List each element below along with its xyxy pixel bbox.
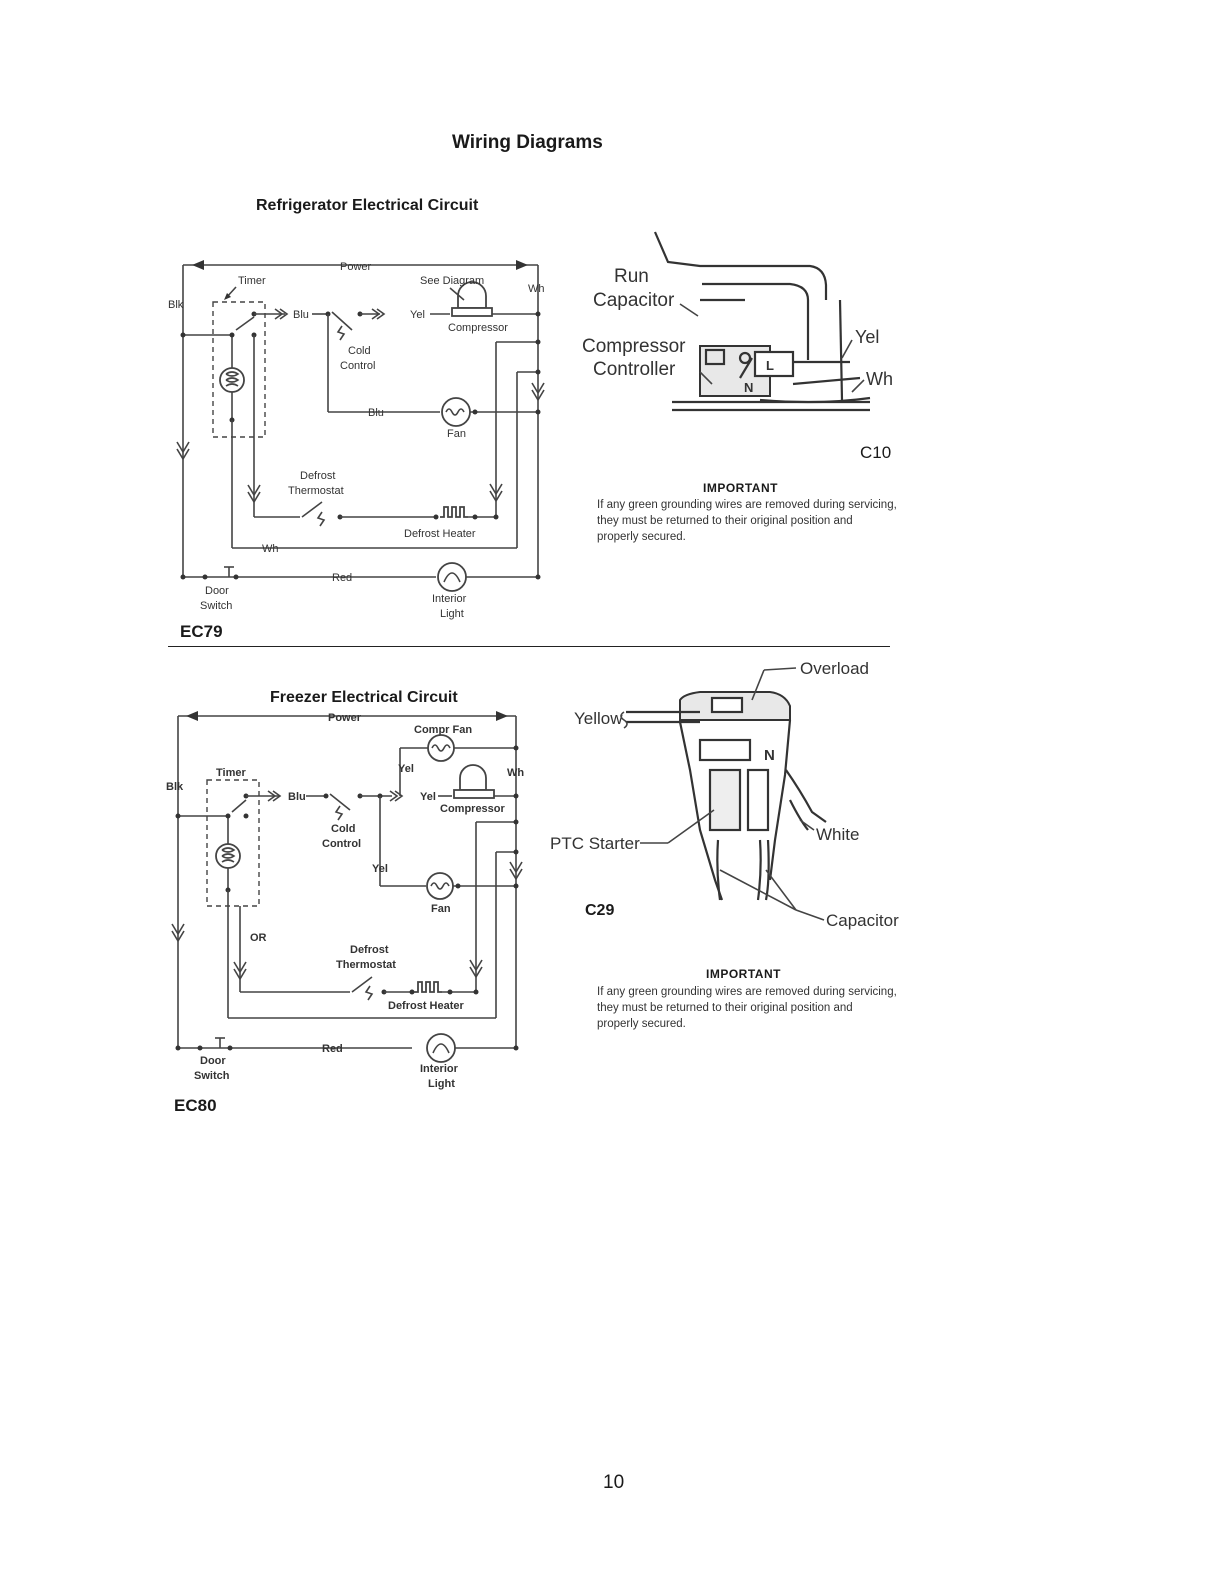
c10-label-controller: Controller bbox=[593, 359, 676, 380]
frz-label-yel2: Yel bbox=[420, 791, 436, 803]
c29-important-text: If any green grounding wires are removed… bbox=[597, 986, 897, 1030]
frz-label-switch: Switch bbox=[194, 1070, 230, 1082]
ref-defrost-heater bbox=[440, 506, 468, 518]
frz-label-defrost: Defrost bbox=[350, 944, 389, 956]
ref-label-thermostat: Thermostat bbox=[288, 485, 344, 497]
frz-compr-fan bbox=[427, 734, 455, 762]
page-title: Wiring Diagrams bbox=[452, 132, 603, 153]
ref-compressor bbox=[457, 281, 487, 309]
frz-label-timer: Timer bbox=[216, 767, 246, 779]
c10-label-yel: Yel bbox=[855, 327, 879, 347]
c29-label-yellow: Yellow bbox=[574, 709, 623, 728]
frz-label-interior: Interior bbox=[420, 1063, 459, 1075]
ref-label-interior: Interior bbox=[432, 593, 467, 605]
freezer-heading: Freezer Electrical Circuit bbox=[270, 689, 458, 706]
ref-label-red: Red bbox=[332, 572, 352, 584]
c29-label-white: White bbox=[816, 825, 859, 844]
ref-label-fan: Fan bbox=[447, 428, 466, 440]
frz-label-power: Power bbox=[328, 712, 362, 724]
c10-label-l: L bbox=[766, 358, 774, 373]
c10-code: C10 bbox=[860, 443, 892, 462]
refrigerator-code: EC79 bbox=[180, 622, 223, 641]
ref-label-wh-top: Wh bbox=[528, 283, 545, 295]
refrigerator-circuit: Power Blk Wh Timer Blu Co bbox=[168, 260, 545, 620]
frz-label-cold: Cold bbox=[331, 823, 355, 835]
frz-label-light: Light bbox=[428, 1078, 455, 1090]
frz-label-compr-fan: Compr Fan bbox=[414, 724, 472, 736]
frz-label-wh: Wh bbox=[507, 767, 524, 779]
ref-label-cold: Cold bbox=[348, 345, 371, 357]
refrigerator-heading: Refrigerator Electrical Circuit bbox=[256, 197, 479, 214]
ref-label-timer: Timer bbox=[238, 275, 266, 287]
ref-label-yel: Yel bbox=[410, 309, 425, 321]
ref-label-blu2: Blu bbox=[368, 407, 384, 419]
frz-defrost-heater bbox=[414, 981, 442, 993]
c10-label-compressor: Compressor bbox=[582, 336, 686, 357]
ref-label-see-diagram: See Diagram bbox=[420, 275, 484, 287]
c10-label-capacitor: Capacitor bbox=[593, 290, 675, 311]
frz-label-blu: Blu bbox=[288, 791, 306, 803]
frz-label-defrost-heater: Defrost Heater bbox=[388, 1000, 465, 1012]
c29-code: C29 bbox=[585, 902, 615, 919]
c29-important-heading: IMPORTANT bbox=[706, 967, 781, 981]
frz-compressor bbox=[459, 764, 487, 791]
c10-label-run: Run bbox=[614, 266, 649, 287]
c29-label-overload: Overload bbox=[800, 659, 869, 678]
frz-timer-box bbox=[206, 779, 260, 907]
ref-label-wh-bottom: Wh bbox=[262, 543, 279, 555]
c29-label-n: N bbox=[764, 747, 775, 764]
c10-label-n: N bbox=[744, 380, 753, 395]
c10-illustration: L N Run Capacitor Compressor Controller … bbox=[582, 231, 893, 412]
ref-timer-box bbox=[212, 301, 266, 438]
ref-label-switch: Switch bbox=[200, 600, 232, 612]
c10-label-wh: Wh bbox=[866, 369, 893, 389]
frz-label-blk: Blk bbox=[166, 781, 184, 793]
ref-label-defrost-heater: Defrost Heater bbox=[404, 528, 476, 540]
ref-label-control: Control bbox=[340, 360, 375, 372]
freezer-code: EC80 bbox=[174, 1096, 217, 1115]
ref-label-light: Light bbox=[440, 608, 464, 620]
ref-label-door: Door bbox=[205, 585, 229, 597]
c10-important-heading: IMPORTANT bbox=[703, 481, 778, 495]
frz-label-compressor: Compressor bbox=[440, 803, 506, 815]
ref-label-power: Power bbox=[340, 261, 372, 273]
c29-label-capacitor: Capacitor bbox=[826, 911, 899, 930]
ref-interior-light bbox=[437, 562, 467, 592]
frz-label-fan: Fan bbox=[431, 903, 451, 915]
ref-label-compressor: Compressor bbox=[448, 322, 508, 334]
frz-label-or: OR bbox=[250, 932, 267, 944]
frz-label-thermostat: Thermostat bbox=[336, 959, 396, 971]
ref-label-defrost: Defrost bbox=[300, 470, 335, 482]
frz-label-door: Door bbox=[200, 1055, 226, 1067]
page-number: 10 bbox=[603, 1472, 625, 1493]
freezer-circuit: Power Blk Wh Compr Fan Yel Timer bbox=[166, 711, 524, 1090]
frz-label-red: Red bbox=[322, 1043, 343, 1055]
c10-important-text: If any green grounding wires are removed… bbox=[597, 499, 897, 543]
frz-interior-light bbox=[426, 1033, 456, 1063]
c29-illustration: N Overload Yellow PTC Starter White Capa… bbox=[550, 659, 899, 930]
frz-label-yel3: Yel bbox=[372, 863, 388, 875]
frz-fan bbox=[426, 872, 454, 900]
ref-label-blu1: Blu bbox=[293, 309, 309, 321]
section-divider bbox=[168, 646, 890, 647]
frz-label-yel1: Yel bbox=[398, 763, 414, 775]
frz-label-control: Control bbox=[322, 838, 361, 850]
c29-label-ptc-starter: PTC Starter bbox=[550, 834, 640, 853]
ref-label-blk: Blk bbox=[168, 299, 184, 311]
